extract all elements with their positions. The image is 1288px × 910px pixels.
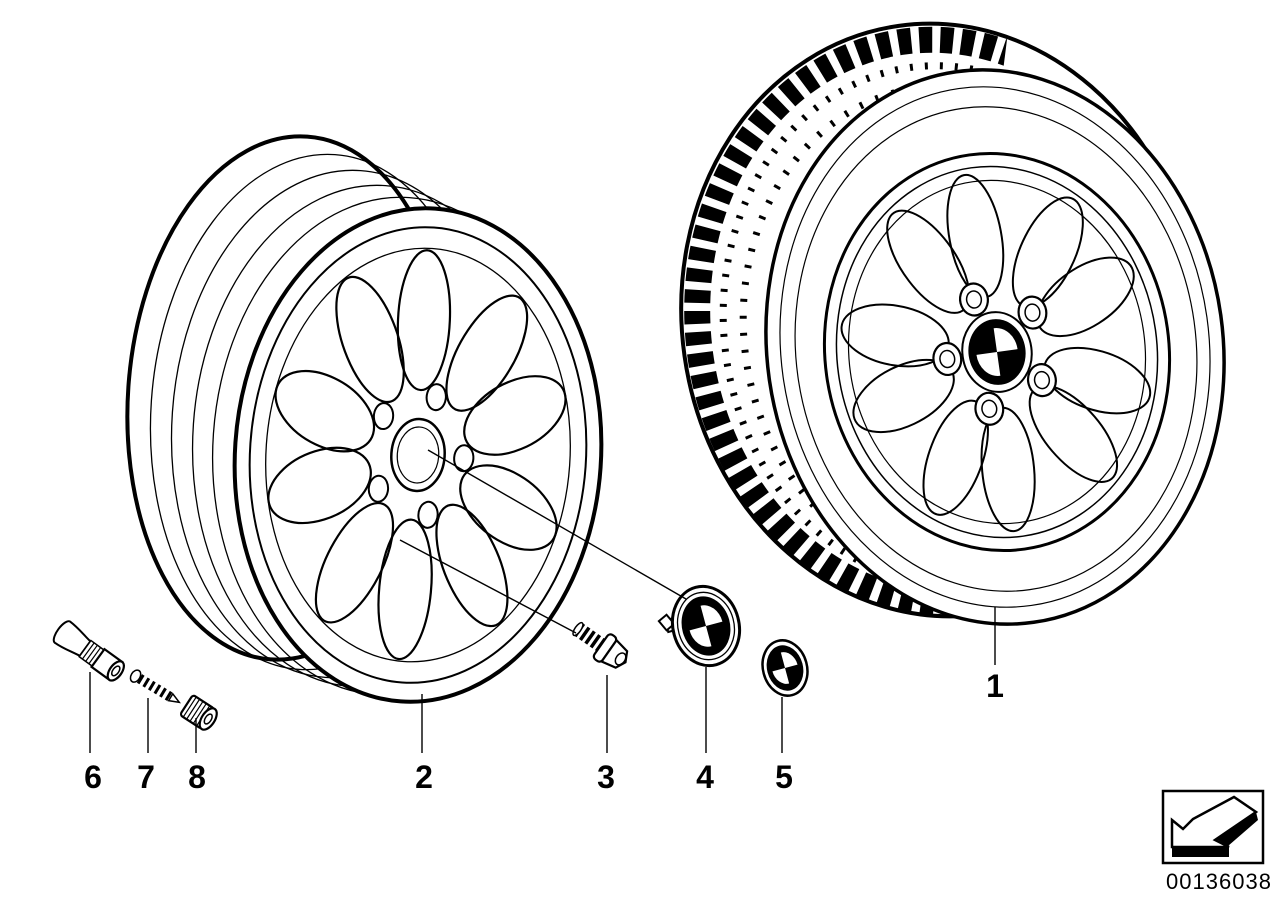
emblem-badge-drawing	[761, 639, 809, 697]
catalog-number: 00136038	[1166, 869, 1272, 894]
wheel-spoke-windows	[837, 168, 1157, 535]
part-label-1: 1	[986, 668, 1004, 704]
part-label-6: 6	[84, 759, 102, 795]
part-label-2: 2	[415, 759, 433, 795]
part-label-7: 7	[137, 759, 155, 795]
footer: 00136038	[1161, 789, 1272, 894]
alloy-rim-drawing	[125, 134, 604, 704]
part-label-5: 5	[775, 759, 793, 795]
leader-lines	[89, 449, 996, 753]
wheel-with-tire-drawing	[679, 21, 1226, 626]
leader-line-center-to-cap	[427, 449, 687, 600]
hub-cap-drawing	[657, 584, 742, 668]
tire-tread-pattern	[684, 26, 1012, 618]
valve-cap-drawing	[179, 694, 218, 731]
part-label-3: 3	[597, 759, 615, 795]
valve-insert-drawing	[129, 669, 182, 704]
leader-line-center-to-bolt	[399, 539, 577, 634]
part-label-4: 4	[696, 759, 714, 795]
part-labels: 1 2 3 4 5 6 7 8	[84, 668, 1004, 795]
wheel-bolt-drawing	[572, 621, 629, 669]
part-label-8: 8	[188, 759, 206, 795]
valve-stem-drawing	[52, 620, 125, 682]
bmw-roundel-center-cap	[957, 308, 1037, 397]
lug-bolts	[923, 269, 1067, 435]
back-arrow-icon	[1170, 795, 1259, 857]
